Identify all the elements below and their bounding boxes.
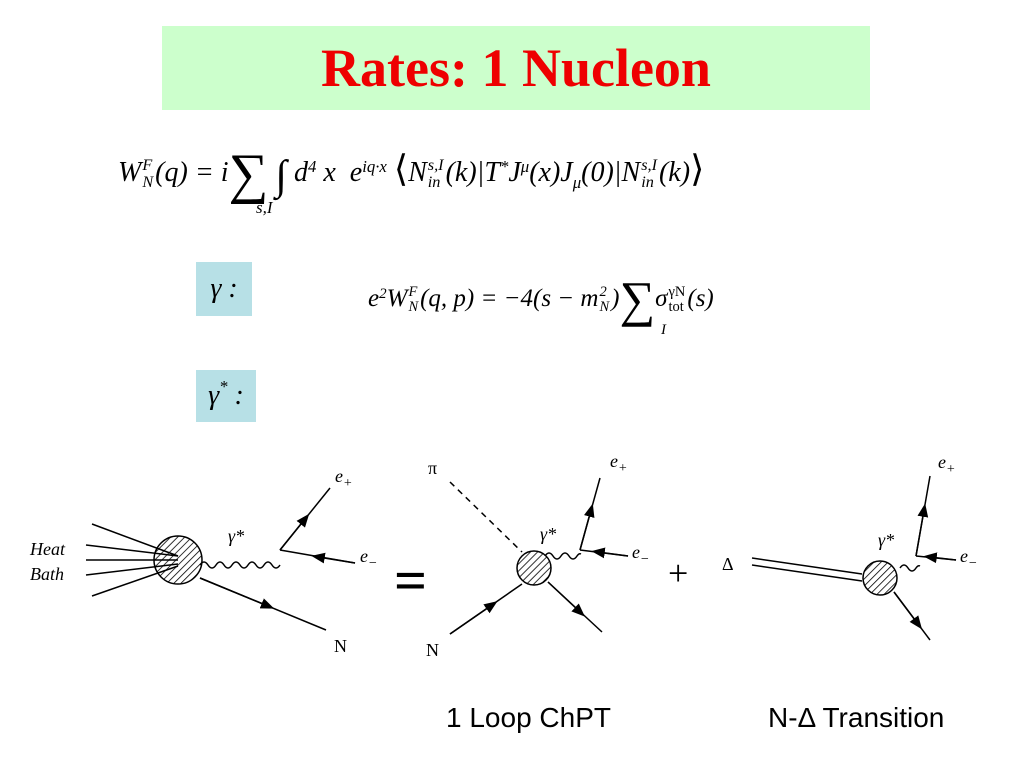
- n-label-2: N: [426, 640, 439, 660]
- eq-zero: (0)|N: [581, 156, 641, 188]
- peq-sigma-sub: tot: [668, 299, 684, 316]
- gamma-virtual-star: *: [219, 376, 228, 396]
- gamma-real-label: γ :: [210, 273, 238, 304]
- peq-W: W: [386, 285, 408, 312]
- loop-diagram: [449, 477, 629, 635]
- eq-W: W: [118, 156, 142, 188]
- peq-m-sup: 2: [599, 284, 607, 301]
- delta-label: Δ: [722, 554, 734, 574]
- e-plus-2-e: e: [610, 451, 618, 471]
- sum-symbol: ∑: [228, 143, 269, 205]
- e-plus-1-sub: +: [343, 476, 352, 491]
- e-plus-2-sub: +: [618, 461, 627, 476]
- integral-symbol: ∫: [275, 153, 287, 200]
- eq-arg: (q) = i: [155, 156, 229, 188]
- eq-N1: N: [408, 156, 427, 188]
- gamma-star-label-3: γ*: [878, 530, 894, 550]
- peq-s-arg: (s): [687, 285, 714, 312]
- pi-label: π: [428, 458, 437, 478]
- eq-k1: (k)|T: [445, 156, 500, 188]
- e-plus-label-2: e+: [610, 451, 627, 476]
- e-plus-1-e: e: [335, 466, 343, 486]
- caption-transition: N-Δ Transition: [768, 702, 945, 733]
- eq-W-sub: N: [142, 173, 154, 192]
- eq-T-sup: *: [499, 156, 509, 176]
- eq-x-e: x e: [323, 156, 363, 188]
- peq-m-sub: N: [599, 299, 610, 316]
- eq-N2-sub: in: [641, 173, 654, 192]
- eq-W-sup: F: [142, 156, 153, 175]
- ket-close: ⟩: [690, 148, 705, 189]
- e-plus-label-1: e+: [335, 466, 352, 491]
- eq-J2-sub: μ: [572, 173, 582, 193]
- eq-exp: iq·x: [362, 156, 387, 176]
- peq-W-sup: F: [408, 284, 418, 301]
- heat-bath-diagram: [85, 487, 356, 631]
- photon-sum-under: I: [661, 322, 666, 338]
- heat-label: Heat: [29, 539, 66, 559]
- e-minus-2-e: e: [632, 542, 640, 562]
- peq-sum-symbol: ∑: [619, 271, 656, 327]
- eq-mid: (x)J: [529, 156, 573, 188]
- peq-e-sup: 2: [379, 285, 387, 302]
- e-minus-1-sub: −: [368, 556, 377, 571]
- eq-J1: J: [508, 156, 521, 188]
- peq-e: e: [368, 285, 380, 312]
- gamma-real-box: γ :: [196, 262, 252, 316]
- eq-d: d: [293, 156, 308, 188]
- n-label-1: N: [334, 636, 347, 656]
- gamma-virtual-label: γ: [208, 380, 220, 411]
- e-minus-3-e: e: [960, 546, 968, 566]
- e-minus-1-e: e: [360, 546, 368, 566]
- eq-J1-sup: μ: [520, 156, 530, 176]
- gamma-star-label-1: γ*: [228, 526, 244, 546]
- e-minus-label-3: e−: [960, 546, 977, 571]
- e-minus-2-sub: −: [640, 552, 649, 567]
- equals-sign: =: [394, 548, 427, 613]
- e-plus-3-sub: +: [946, 462, 955, 477]
- e-plus-label-3: e+: [938, 452, 955, 477]
- gamma-virtual-box: γ* :: [196, 370, 256, 422]
- sum-under-label: s,I: [256, 198, 273, 217]
- eq-d-sup: 4: [307, 156, 317, 176]
- gamma-star-label-2: γ*: [540, 524, 556, 544]
- e-minus-label-1: e−: [360, 546, 377, 571]
- plus-sign: +: [668, 553, 688, 593]
- peq-arg: (q, p) = −4(s − m: [420, 285, 599, 312]
- e-minus-label-2: e−: [632, 542, 649, 567]
- eq-N1-sub: in: [427, 173, 441, 192]
- peq-sigma-sup: γN: [668, 284, 686, 301]
- peq-close: ): [611, 285, 620, 312]
- eq-N2-sup: s,I: [641, 156, 657, 175]
- n-delta-diagram: [751, 475, 957, 641]
- caption-loop: 1 Loop ChPT: [446, 702, 611, 733]
- bra-open: ⟨: [393, 148, 409, 189]
- peq-sigma: σ: [655, 285, 668, 312]
- e-minus-3-sub: −: [968, 556, 977, 571]
- eq-k2: (k): [658, 156, 691, 188]
- peq-W-sub: N: [408, 299, 419, 316]
- slide-title: Rates: 1 Nucleon: [321, 38, 711, 98]
- title-box: Rates: 1 Nucleon: [162, 26, 870, 110]
- gamma-virtual-colon: :: [227, 380, 244, 411]
- bath-label: Bath: [30, 564, 64, 584]
- e-plus-3-e: e: [938, 452, 946, 472]
- eq-N1-sup: s,I: [427, 156, 444, 175]
